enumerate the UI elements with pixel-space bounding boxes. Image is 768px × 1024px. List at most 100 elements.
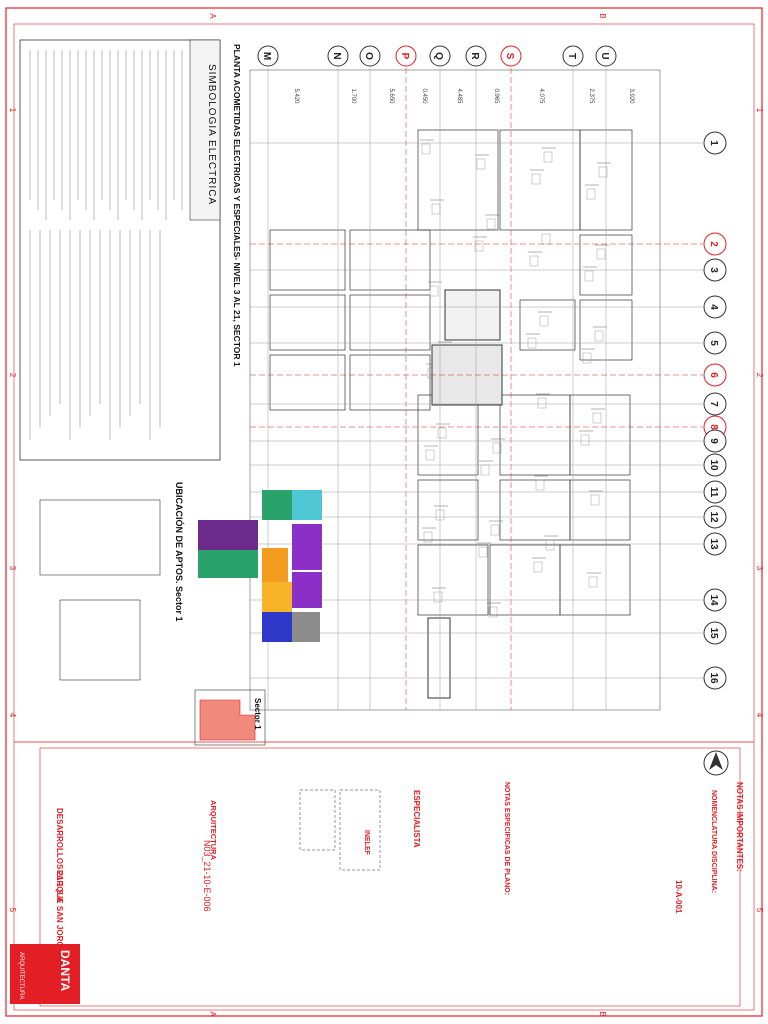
grid-column-label: P — [399, 53, 410, 60]
grid-row-bubble: 10 — [250, 453, 727, 477]
grid-column-label: Q — [433, 52, 444, 60]
inner-border — [13, 23, 755, 1011]
brand-logo — [10, 944, 80, 1004]
border-number: 4 — [755, 713, 764, 718]
room-outline — [349, 229, 431, 291]
grid-row-label: 16 — [708, 672, 719, 684]
grid-column-bubble: S — [500, 45, 522, 710]
room-outline — [499, 479, 571, 541]
riser-detail — [39, 499, 161, 681]
specialist-label: ESPECIALISTA — [412, 790, 421, 848]
border-number: 1 — [8, 108, 17, 113]
room-outline — [269, 229, 346, 291]
drawing-title: PLANTA ACOMETIDAS ELECTRICAS Y ESPECIALE… — [232, 44, 242, 367]
grid-row-label: 14 — [708, 594, 719, 606]
grid-row-bubble: 11 — [250, 480, 727, 504]
floor-plan — [249, 69, 661, 711]
grid-row-label: 3 — [708, 267, 719, 273]
grid-row-label: 1 — [708, 140, 719, 146]
dimension-label: 0.450 — [421, 88, 427, 104]
grid-row-label: 2 — [708, 241, 719, 247]
grid-row-bubble: 12 — [250, 505, 727, 529]
border-number: 3 — [8, 566, 17, 571]
room-outline — [417, 479, 479, 541]
grid-column-label: O — [363, 52, 374, 60]
grid-row-label: 13 — [708, 538, 719, 550]
room-outline — [499, 394, 571, 476]
grid-column-label: N — [331, 52, 342, 59]
grid-row-bubble: 1 — [250, 131, 727, 155]
border-number: 5 — [8, 908, 17, 913]
border-number: 2 — [8, 373, 17, 378]
important-notes-label: NOTAS IMPORTANTES: — [735, 782, 744, 872]
room-outline — [569, 479, 631, 541]
key-plan — [194, 689, 266, 746]
border-number: 3 — [755, 566, 764, 571]
room-outline — [417, 129, 499, 231]
grid-row-bubble: 8 — [250, 415, 727, 439]
room-outline — [489, 544, 561, 616]
room-outline — [269, 294, 346, 351]
room-outline — [569, 394, 631, 476]
dimension-label: 0.965 — [493, 88, 499, 104]
grid-column-bubble: O — [359, 45, 381, 710]
grid-row-bubble: 13 — [250, 532, 727, 556]
grid-column-label: M — [261, 52, 272, 60]
grid-row-label: 8 — [708, 424, 719, 430]
sheet-border — [5, 7, 763, 1017]
grid-row-label: 5 — [708, 340, 719, 346]
room-outline — [519, 299, 576, 351]
border-letter: B — [598, 13, 607, 18]
specific-notes-label: NOTAS ESPECIFICAS DE PLANO: — [503, 782, 510, 896]
grid-column-label: U — [599, 52, 610, 59]
stamp-box — [339, 789, 381, 871]
discipline-label: ARQUITECTURA — [209, 800, 218, 860]
stamp-text: INELEF — [363, 830, 370, 855]
room-outline — [417, 544, 489, 616]
title-block — [39, 747, 741, 1007]
location-title: UBICACIÓN DE APTOS. Sector 1 — [174, 482, 184, 622]
grid-row-bubble: 5 — [250, 331, 727, 355]
grid-column-label: T — [566, 53, 577, 59]
sector-label: Sector 1 — [253, 698, 262, 730]
grid-row-label: 6 — [708, 372, 719, 378]
room-outline — [417, 394, 479, 476]
nomenclature-label: NOMENCLATURA DISCIPLINA: — [710, 790, 717, 894]
border-number: 4 — [8, 713, 17, 718]
grid-column-bubble: U — [595, 45, 617, 710]
north-arrow-icon — [703, 750, 729, 776]
grid-column-label: R — [469, 52, 480, 60]
apartment-key — [198, 490, 322, 642]
grid-row-label: 4 — [708, 304, 719, 310]
border-number: 2 — [755, 373, 764, 378]
symbology-legend — [19, 39, 221, 461]
grid-column-label: S — [504, 53, 515, 60]
dimension-label: 5.420 — [293, 88, 299, 104]
grid-row-bubble: 4 — [250, 295, 727, 319]
grid-row-bubble: 3 — [250, 258, 727, 282]
grid-row-bubble: 16 — [250, 666, 727, 690]
border-number: 5 — [755, 908, 764, 913]
grid-row-bubble: 2 — [250, 232, 727, 256]
dimension-label: 1.700 — [350, 88, 356, 104]
room-outline — [559, 544, 631, 616]
brand-subtitle: ARQUITECTURA — [18, 952, 24, 1000]
border-letter: B — [598, 1011, 607, 1016]
grid-column-bubble: Q — [429, 45, 451, 710]
grid-row-bubble: 9 — [250, 429, 727, 453]
grid-row-bubble: 7 — [250, 392, 727, 416]
grid-row-label: 10 — [708, 459, 719, 471]
grid-row-label: 12 — [708, 511, 719, 523]
grid-column-bubble: N — [327, 45, 349, 710]
dimension-label: 4.075 — [538, 88, 544, 104]
dimension-label: 2.375 — [588, 88, 594, 104]
grid-row-bubble: 14 — [250, 588, 727, 612]
symbology-title: SIMBOLOGIA ELECTRICA — [206, 64, 217, 206]
grid-row-bubble: 6 — [250, 363, 727, 387]
grid-column-bubble: R — [465, 45, 487, 710]
balcony — [427, 617, 451, 699]
project-name: PARQUE SAN JORGE — [55, 870, 64, 953]
grid-row-label: 9 — [708, 438, 719, 444]
dimension-label: 4.485 — [456, 88, 462, 104]
